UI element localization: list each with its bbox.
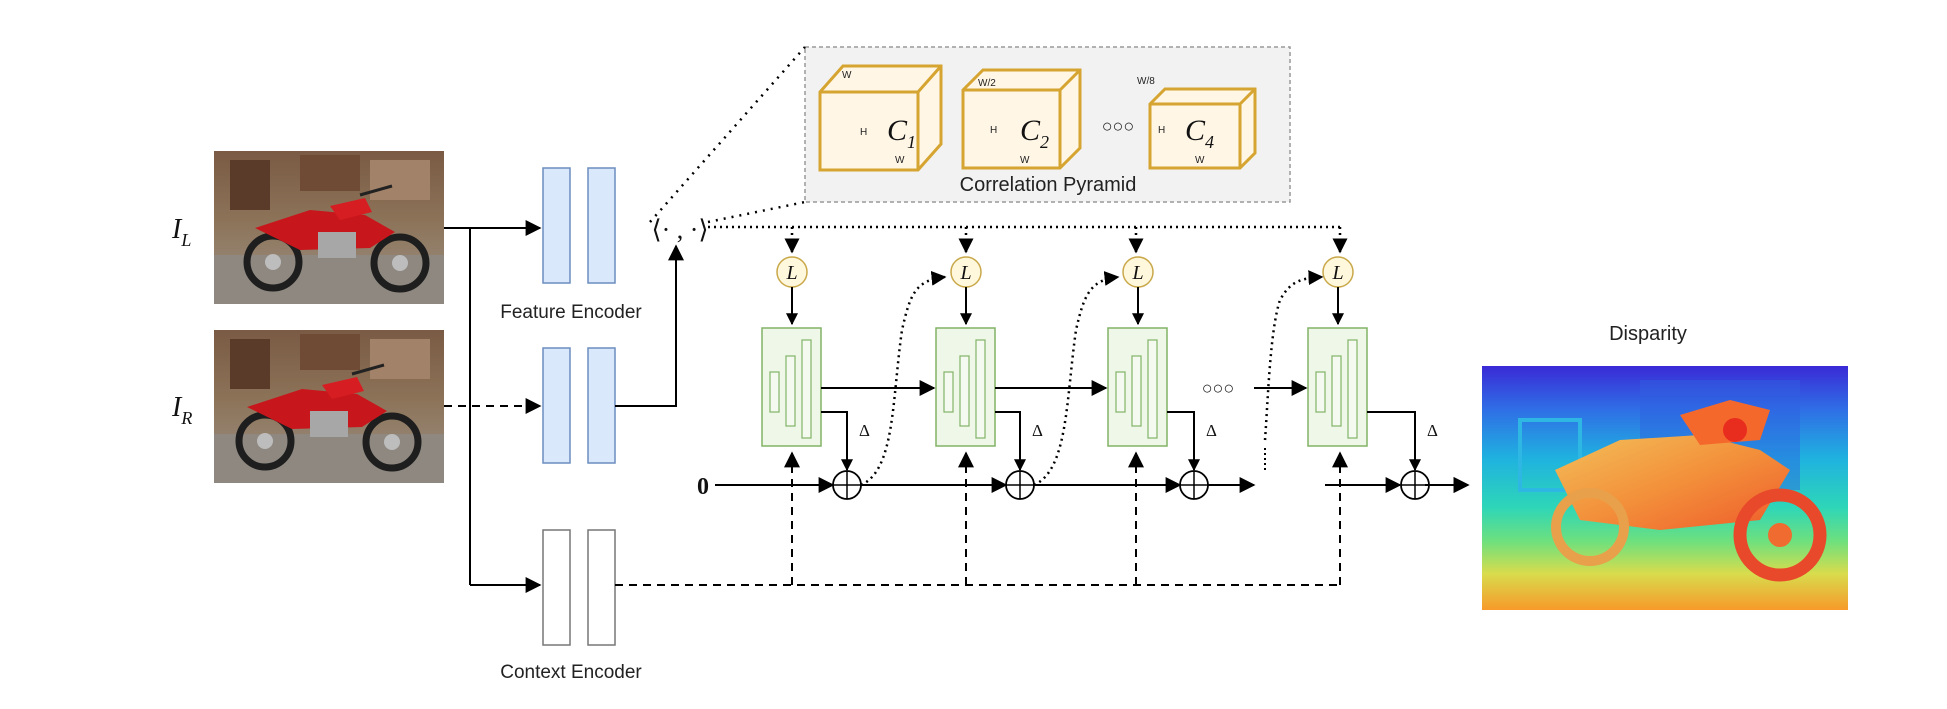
input-connectors xyxy=(444,220,684,593)
pyramid-broadcast xyxy=(708,225,1348,254)
correlation-volume-c4: W/8 H W C4 xyxy=(1137,76,1257,170)
context-encoder-label: Context Encoder xyxy=(500,662,642,683)
delta-label: Δ xyxy=(1427,421,1438,440)
pyramid-ellipsis: ○○○ xyxy=(1102,116,1135,136)
svg-text:L: L xyxy=(959,262,971,284)
delta-label: Δ xyxy=(859,421,870,440)
svg-text:L: L xyxy=(1131,262,1143,284)
gru-block xyxy=(761,327,822,447)
svg-text:L: L xyxy=(1331,262,1343,284)
gru-block xyxy=(935,327,996,447)
initial-disparity: 0 xyxy=(697,474,709,500)
left-image-label: IL xyxy=(171,214,191,250)
gru-block xyxy=(1107,327,1168,447)
plus-node xyxy=(1005,470,1035,500)
svg-text:H: H xyxy=(990,125,997,136)
delta-arrow xyxy=(821,411,853,472)
svg-text:W/2: W/2 xyxy=(978,78,996,89)
delta-label: Δ xyxy=(1206,421,1217,440)
svg-text:W: W xyxy=(1020,155,1030,166)
svg-text:H: H xyxy=(860,127,867,138)
svg-text:C2: C2 xyxy=(1020,114,1049,152)
svg-text:W/8: W/8 xyxy=(1137,76,1155,87)
delta-label: Δ xyxy=(1032,421,1043,440)
disparity-update-line xyxy=(715,445,1470,493)
svg-text:W: W xyxy=(842,70,852,81)
update-step-4: LΔ xyxy=(1307,256,1438,500)
lookup-node: L xyxy=(776,256,808,288)
svg-text:W: W xyxy=(1195,155,1205,166)
plus-node xyxy=(1179,470,1209,500)
svg-text:H: H xyxy=(1158,125,1165,136)
update-step-2: LΔ xyxy=(935,256,1043,500)
disparity-map xyxy=(1482,366,1848,610)
correlation-volume-c1: W H W C1 xyxy=(818,64,943,172)
feature-encoder-left xyxy=(542,167,616,284)
correlation-pyramid-title: Correlation Pyramid xyxy=(960,174,1137,196)
lookup-node: L xyxy=(1122,256,1154,288)
svg-text:C4: C4 xyxy=(1185,114,1214,152)
correlation-volume-c2: W/2 H W C2 xyxy=(961,68,1082,170)
lookup-node: L xyxy=(1322,256,1354,288)
update-step-1: LΔ xyxy=(761,256,870,500)
feedback-curves xyxy=(860,270,1324,487)
delta-arrow xyxy=(1167,411,1200,472)
update-step-3: LΔ xyxy=(1107,256,1217,500)
plus-node xyxy=(1400,470,1430,500)
svg-text:C1: C1 xyxy=(887,114,916,152)
right-image-label: IR xyxy=(171,392,192,428)
lookup-node: L xyxy=(950,256,982,288)
context-encoder xyxy=(542,529,616,646)
zoom-lines xyxy=(649,46,806,224)
left-image xyxy=(214,151,444,304)
plus-node xyxy=(832,470,862,500)
svg-text:W: W xyxy=(895,155,905,166)
delta-arrow xyxy=(995,411,1026,472)
update-ellipsis: ○○○ xyxy=(1202,378,1235,398)
feature-encoder-label: Feature Encoder xyxy=(500,302,642,323)
feature-encoder-right xyxy=(542,347,616,464)
correlation-operator: ⟨· , ·⟩ xyxy=(651,215,708,244)
right-image xyxy=(214,330,444,483)
gru-block xyxy=(1307,327,1368,447)
disparity-title: Disparity xyxy=(1609,323,1687,345)
context-feed xyxy=(615,451,1348,586)
svg-text:L: L xyxy=(785,262,797,284)
delta-arrow xyxy=(1367,411,1421,472)
